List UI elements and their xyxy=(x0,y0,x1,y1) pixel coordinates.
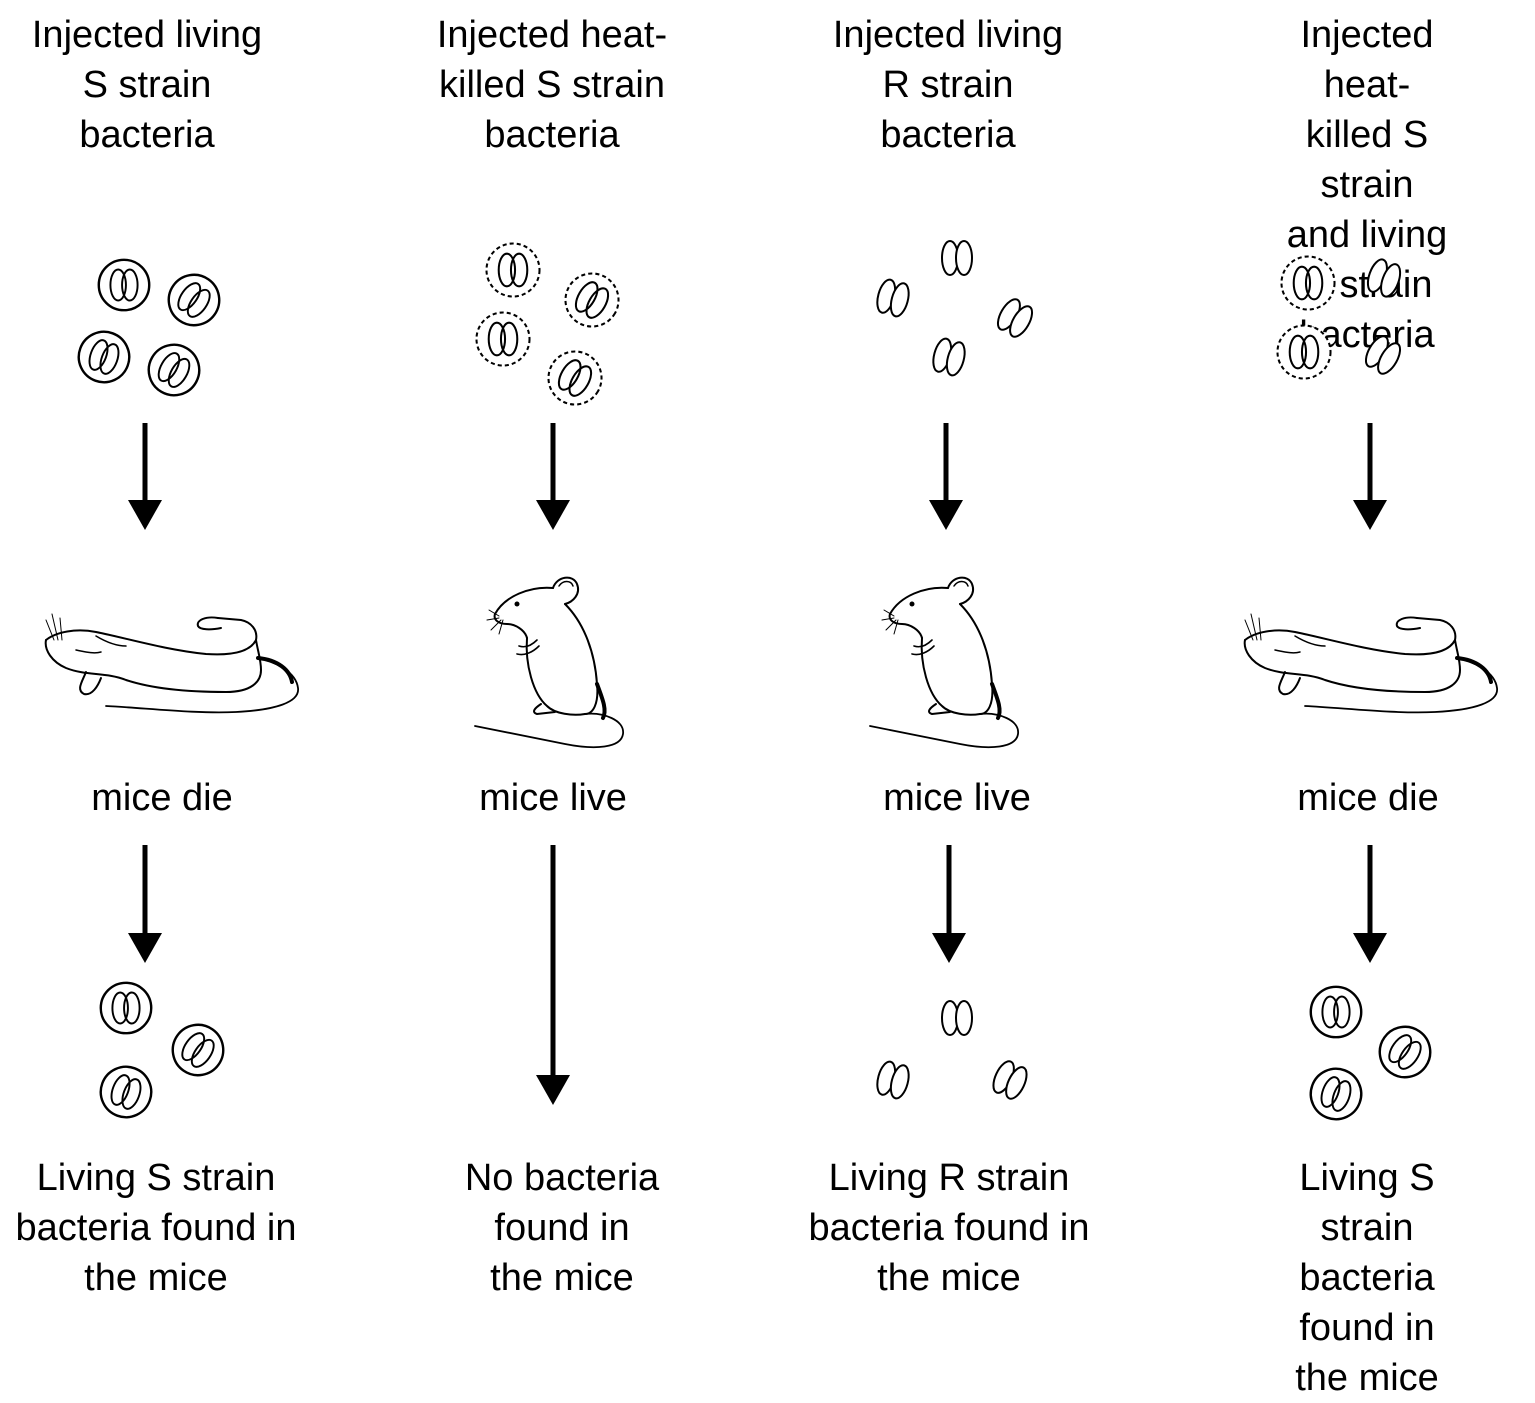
column-2-outcome-label: mice live xyxy=(479,777,627,819)
arrow-head-icon xyxy=(1353,500,1387,530)
arrow-head-icon xyxy=(128,933,162,963)
column-1-finding-label: Living S strain bacteria found in the mi… xyxy=(15,1157,297,1299)
arrow-head-icon xyxy=(929,500,963,530)
column-1-injection-label: Injected living S strain bacteria xyxy=(31,14,263,156)
column-1-outcome-label: mice die xyxy=(91,777,233,819)
arrow-head-icon xyxy=(128,500,162,530)
arrow-head-icon xyxy=(1353,933,1387,963)
column-3-finding-label: Living R strain bacteria found in the mi… xyxy=(808,1157,1090,1299)
column-2-injected-bacteria xyxy=(475,242,630,416)
column-1-recovered-bacteria xyxy=(92,981,235,1126)
column-1-dead-mouse xyxy=(43,612,301,715)
column-4-recovered-bacteria xyxy=(1302,985,1442,1128)
column-3-live-mouse xyxy=(868,575,1021,750)
column-2-injection-label: Injected heat- killed S strain bacteria xyxy=(436,14,668,156)
column-4-injected-bacteria xyxy=(1276,255,1406,380)
column-4-dead-mouse xyxy=(1242,612,1500,715)
column-3-outcome-label: mice live xyxy=(883,777,1031,819)
arrow-head-icon xyxy=(932,933,966,963)
column-3-injected-bacteria xyxy=(873,240,1038,379)
column-4-outcome-label: mice die xyxy=(1297,777,1439,819)
griffith-experiment-diagram: Injected living S strain bacteria Inject… xyxy=(15,14,1500,1399)
diagram-graphics xyxy=(43,240,1500,1128)
column-3-injection-label: Injected living R strain bacteria xyxy=(832,14,1064,156)
arrow-head-icon xyxy=(536,500,570,530)
column-2-live-mouse xyxy=(473,575,626,750)
column-3-recovered-bacteria xyxy=(873,1000,1032,1103)
column-1-injected-bacteria xyxy=(70,258,231,406)
arrow-head-icon xyxy=(536,1075,570,1105)
column-2-finding-label: No bacteria found in the mice xyxy=(464,1157,660,1299)
